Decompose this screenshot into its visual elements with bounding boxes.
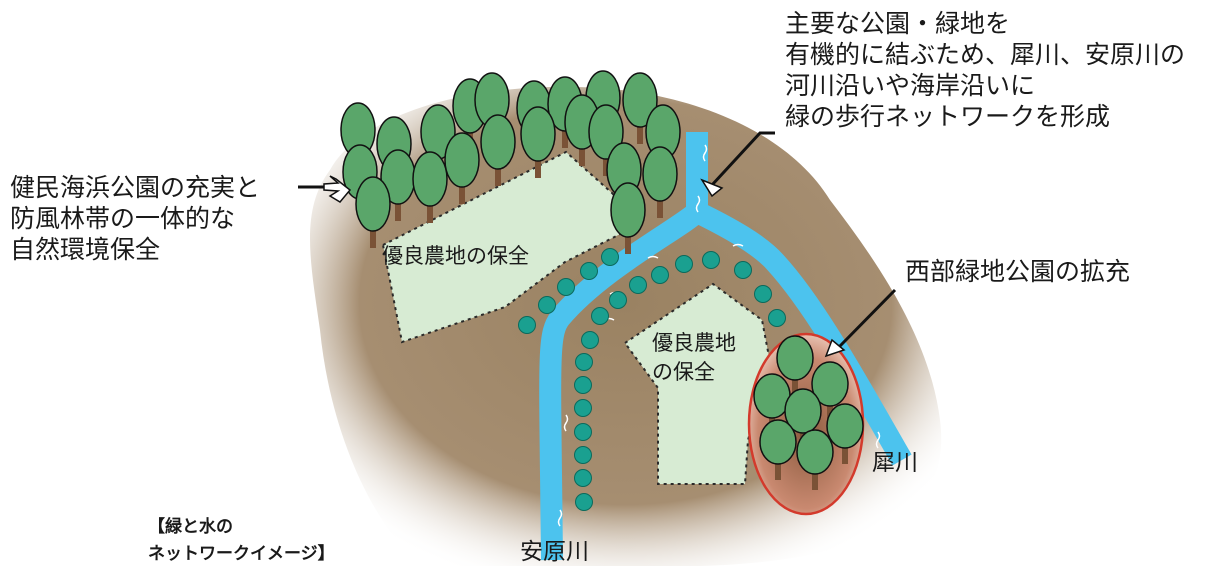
label-line: 自然環境保全 [10,235,161,264]
label-line: 河川沿いや海岸沿いに [785,71,1036,100]
caption-line: 【緑と水の [148,517,233,537]
label-line: 緑の歩行ネットワークを形成 [785,102,1111,131]
river-sai-label: 犀川 [872,450,918,476]
label-line: 有機的に結ぶため、犀川、安原川の [785,40,1186,69]
caption-line: ネットワークイメージ】 [148,544,335,564]
west-park-label: 西部緑地公園の拡充 [905,257,1131,286]
farmland-right-label: 優良農地 の保全 [652,329,736,387]
callout-line-network [700,131,775,198]
river-yasuhara-label: 安原川 [520,539,589,565]
tree-icon-group-forest [340,70,681,254]
diagram-caption: 【緑と水の ネットワークイメージ】 [148,514,335,568]
label-line: 優良農地 [652,331,736,355]
walk-path-dots [518,248,786,511]
river-sai-channel [539,132,708,561]
label-line: の保全 [652,360,715,384]
callout-line-west-park [824,288,897,358]
label-line: 健民海浜公園の充実と [10,173,261,202]
label-line: 主要な公園・緑地を [785,9,1011,38]
farmland-plot-right [623,282,772,485]
callout-line-coastal [298,175,352,203]
farmland-plot-left [381,150,642,344]
tree-icon-group-park [753,335,864,490]
river-upper-channel [692,202,912,466]
farmland-left-label: 優良農地の保全 [382,244,529,268]
label-line: 防風林帯の一体的な [10,204,236,233]
green-network-label: 主要な公園・緑地を 有機的に結ぶため、犀川、安原川の 河川沿いや海岸沿いに 緑の… [785,8,1185,132]
coastal-park-label: 健民海浜公園の充実と 防風林帯の一体的な 自然環境保全 [10,172,260,265]
